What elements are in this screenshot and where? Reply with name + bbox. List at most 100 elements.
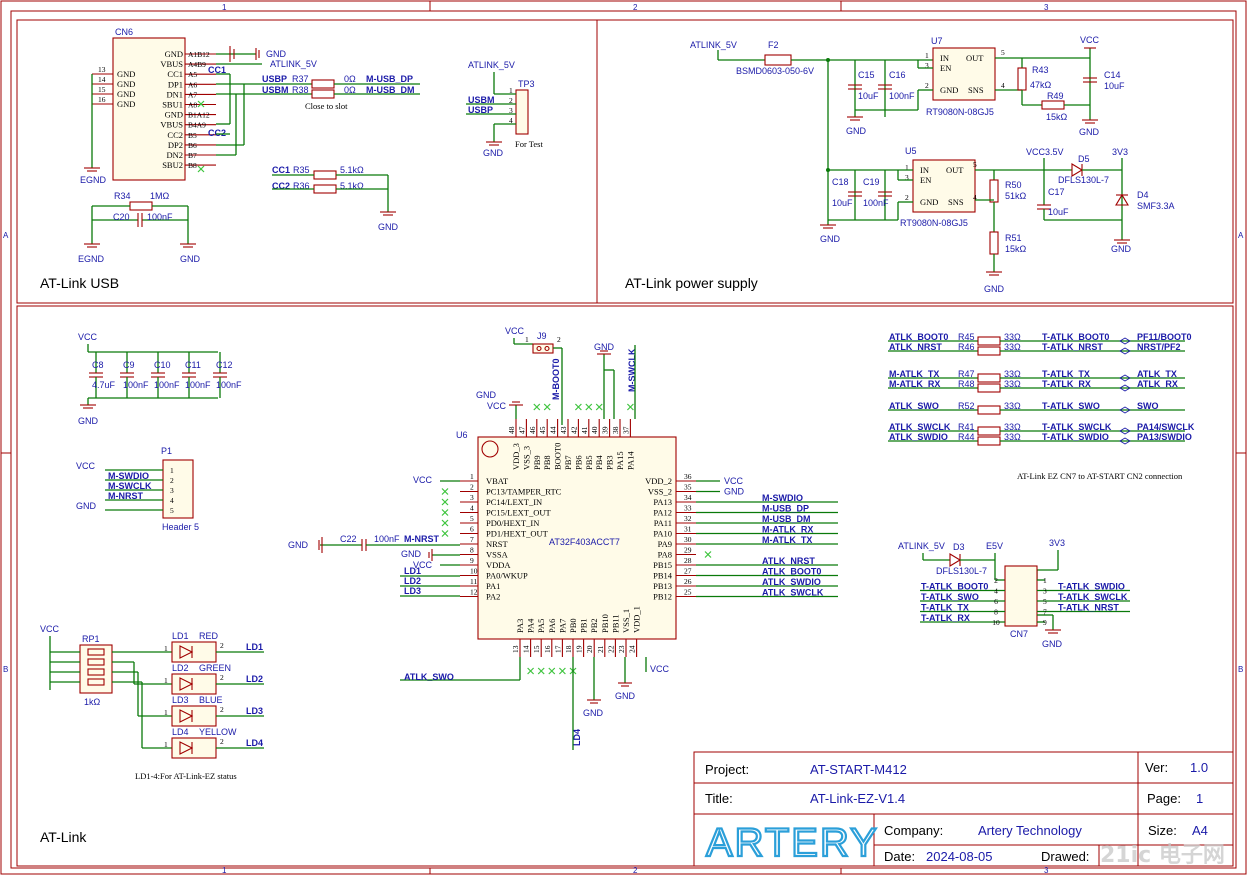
conn-val: 33Ω (1004, 369, 1021, 379)
r35-ref: R35 (293, 165, 310, 175)
m-nrst-label: M-NRST (404, 534, 439, 544)
u6-bottom-pin-num: 23 (617, 645, 626, 653)
u7-gnd: GND (940, 85, 958, 95)
u6-top-gnd2: GND (594, 342, 615, 352)
tp3-ref: TP3 (518, 79, 535, 89)
c14-gnd: GND (1079, 127, 1100, 137)
u5-in: IN (920, 165, 929, 175)
u6-top-pin-num: 39 (601, 426, 610, 434)
conn-left-net: M-ATLK_RX (889, 379, 940, 389)
u6-right-pin-name: PA13 (653, 497, 672, 507)
conn-note: AT-Link EZ CN7 to AT-START CN2 connectio… (1017, 471, 1183, 481)
r49-val: 15kΩ (1046, 112, 1068, 122)
decap-val: 100nF (123, 380, 149, 390)
decap-val: 100nF (185, 380, 211, 390)
u6-top-pin-num: 47 (517, 426, 526, 434)
led-net: LD3 (246, 706, 263, 716)
border-row-b-right: B (1238, 665, 1243, 674)
u5-ref: U5 (905, 146, 917, 156)
cn7-right-pin-num: 5 (1043, 597, 1047, 606)
rp1-element (87, 658, 105, 666)
tp3-usbm: USBM (468, 95, 495, 105)
cn7-atlink5v: ATLINK_5V (898, 541, 945, 551)
led-diode (179, 645, 194, 659)
u6-top-pin-num: 48 (507, 426, 516, 434)
u6-right-pin-num: 26 (684, 577, 692, 586)
led-net: LD4 (246, 738, 263, 748)
u6-right-pin-name: PA11 (654, 518, 672, 528)
p1-pin-num: 2 (170, 476, 174, 485)
c22-val: 100nF (374, 534, 400, 544)
artery-logo: ARTERY (705, 820, 879, 866)
u6-top-pin-name: PB6 (573, 455, 583, 470)
u6-left-pin-name: PD1/HEXT_OUT (486, 529, 549, 539)
u6-part: AT32F403ACCT7 (549, 537, 620, 547)
decap-ref: C9 (123, 360, 135, 370)
cn6-right-pin-num: B7 (188, 151, 197, 160)
gnd-label-r34: GND (180, 254, 201, 264)
c18-val: 10uF (832, 198, 853, 208)
bidir-port-icon (1119, 406, 1131, 414)
p1-net: VCC (76, 461, 96, 471)
p1-swd-header: P1 Header 5 1VCC2M-SWDIO3M-SWCLK4M-NRST5… (76, 446, 199, 532)
usb-gnd-label: GND (266, 49, 287, 59)
rp1-element (87, 678, 105, 686)
no-connect-mark (441, 519, 449, 527)
u6-top-gnd: GND (476, 390, 497, 400)
u6-bottom-pin-num: 24 (628, 645, 637, 653)
u7-vcc: VCC (1080, 35, 1100, 45)
u7-pin3: 3 (925, 61, 929, 70)
cn6-right-pin-name: VBUS (160, 59, 183, 69)
u6-left-pin-name: PD0/HEXT_IN (486, 518, 539, 528)
u6-right-pin-name: PB15 (653, 560, 672, 570)
tp3-pin3: 3 (509, 106, 513, 115)
tp3-atlink5v: ATLINK_5V (468, 60, 515, 70)
u7-pin5: 5 (1001, 48, 1005, 57)
led-ref: LD1 (172, 631, 189, 641)
u6-top-pin-name: PB4 (594, 455, 604, 470)
led-note: LD1-4:For AT-Link-EZ status (135, 771, 237, 781)
size-label: Size: (1148, 823, 1177, 838)
cn6-left-pin-name: GND (117, 69, 135, 79)
u7-ref: U7 (931, 36, 943, 46)
c19-ref: C19 (863, 177, 880, 187)
u6-right-net: VCC (724, 476, 744, 486)
c22-gnd: GND (288, 540, 309, 550)
bidir-port-icon (1119, 437, 1131, 445)
r43-val: 47kΩ (1030, 80, 1052, 90)
no-connect-mark (441, 488, 449, 495)
conn-resistor (977, 336, 1001, 346)
u6-bottom-pin-num: 15 (532, 645, 541, 653)
u6-bottom-pin-name: PB2 (589, 618, 599, 633)
cn7-3v3: 3V3 (1049, 538, 1065, 548)
u5-out: OUT (946, 165, 964, 175)
conn-resistor (977, 436, 1001, 446)
u6-bottom-pin-name: PA4 (526, 618, 536, 633)
led-diode (179, 741, 194, 755)
artery-logo-text: ARTERY (706, 821, 879, 865)
u5-pin1: 1 (905, 163, 909, 172)
u6-right-net: M-USB_DP (762, 504, 809, 514)
u6-right-pin-name: VDD_2 (645, 476, 672, 486)
u6-right-pin-name: PB14 (653, 571, 673, 581)
u7-pin1: 1 (925, 51, 929, 60)
cc2-label: CC2 (208, 128, 226, 138)
u6-left-pin-num: 10 (470, 567, 478, 576)
u6-right-pin-num: 34 (684, 493, 692, 502)
u6-bottom-pin-num: 21 (596, 645, 605, 653)
u6-bottom-pin-name: PB10 (600, 614, 610, 633)
d4-ref: D4 (1137, 190, 1149, 200)
no-connect-mark (558, 667, 566, 675)
title-block: Project: AT-START-M412 Title: AT-Link-EZ… (693, 751, 1234, 868)
m-usb-dp-label: M-USB_DP (366, 74, 413, 84)
u6-bottom-pin-num: 16 (543, 645, 552, 653)
block-title-usb: AT-Link USB (40, 275, 119, 291)
u6-left-pin-num: 6 (470, 525, 474, 534)
led-color: GREEN (199, 663, 231, 673)
r43-ref: R43 (1032, 65, 1049, 75)
conn-t-net: T-ATLK_BOOT0 (1042, 332, 1109, 342)
r35-val: 5.1kΩ (340, 165, 364, 175)
decap-val: 100nF (154, 380, 180, 390)
